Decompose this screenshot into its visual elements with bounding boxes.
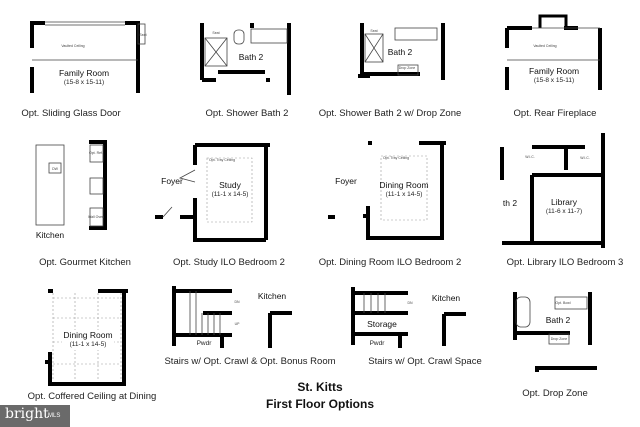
room-name: Study — [219, 180, 241, 190]
tray-ceiling-note: Opt. Tray Ceiling — [383, 156, 409, 160]
room-dimensions: (15-8 x 15-11) — [534, 77, 574, 84]
kitchen-label: Kitchen — [432, 293, 461, 303]
room-name: Kitchen — [36, 230, 65, 240]
drop-zone-note: Drop Zone — [551, 337, 568, 341]
plan-coffered-dining: Dining Room (11-1 x 14-5) — [45, 289, 128, 386]
down-note: DN — [407, 301, 413, 305]
room-name: Family Room — [59, 68, 109, 78]
plan-stairs-crawl-space: DN Kitchen Storage Pwdr — [351, 287, 466, 348]
room-dimensions: (15-8 x 15-11) — [64, 79, 104, 86]
option-caption: Opt. Dining Room ILO Bedroom 2 — [319, 257, 462, 268]
room-name: Bath 2 — [388, 47, 413, 57]
down-note: DN — [234, 300, 240, 304]
option-caption: Opt. Study ILO Bedroom 2 — [173, 257, 285, 268]
plan-rear-fireplace: Vaulted Ceiling Family Room (15-8 x 15-1… — [505, 14, 602, 90]
drop-zone-note: Drop Zone — [399, 66, 416, 70]
vaulted-ceiling-note: Vaulted Ceiling — [533, 44, 556, 48]
plan-shower-bath-2-drop-zone: Seat Drop Zone Bath 2 — [358, 23, 445, 80]
foyer-label: Foyer — [335, 176, 357, 186]
walk-in-closet-note: W.I.C. — [525, 155, 535, 159]
room-name: Bath 2 — [546, 315, 571, 325]
up-note: UP — [235, 322, 241, 326]
plan-shower-bath-2: Seat Bath 2 — [200, 23, 291, 95]
plan-stairs-crawl-bonus: DN UP Kitchen Pwdr — [172, 286, 292, 348]
watermark-brand: bright — [5, 406, 49, 422]
option-caption: Opt. Rear Fireplace — [514, 108, 597, 119]
plan-gourmet-kitchen: DW Opt. Ref. Wall Oven Kitchen — [35, 140, 107, 240]
tray-ceiling-note: Opt. Tray Ceiling — [209, 158, 235, 162]
room-name: Dining Room — [63, 330, 112, 340]
option-caption: Opt. Shower Bath 2 w/ Drop Zone — [319, 108, 462, 119]
plan-library: W.I.C. W.I.C. Library (11-6 x 11-7) th 2 — [500, 133, 605, 248]
option-caption: Opt. Library ILO Bedroom 3 — [507, 257, 624, 268]
plan-title: St. Kitts — [297, 380, 343, 394]
dishwasher-note: DW — [52, 167, 59, 171]
bath-2-label: th 2 — [503, 198, 517, 208]
room-dimensions: (11-1 x 14-5) — [70, 341, 107, 348]
plan-opt-drop-zone: Opt. Bowl Drop Zone Bath 2 — [513, 292, 597, 372]
option-caption: Opt. Shower Bath 2 — [206, 108, 289, 119]
option-caption: Opt. Gourmet Kitchen — [39, 257, 131, 268]
room-name: Family Room — [529, 66, 579, 76]
plan-sliding-glass-door: Vaulted Ceiling Seat Family Room (15-8 x… — [30, 21, 147, 93]
vaulted-ceiling-note: Vaulted Ceiling — [61, 44, 84, 48]
seat-note: Seat — [212, 31, 219, 35]
room-name: Dining Room — [379, 180, 428, 190]
option-caption: Opt. Coffered Ceiling at Dining — [28, 391, 157, 402]
room-name: Library — [551, 197, 578, 207]
foyer-label: Foyer — [161, 176, 183, 186]
storage-label: Storage — [367, 319, 397, 329]
wall-oven-note: Wall Oven — [88, 215, 104, 219]
room-dimensions: (11-6 x 11-7) — [546, 208, 582, 215]
powder-label: Pwdr — [370, 340, 386, 347]
room-dimensions: (11-1 x 14-5) — [386, 191, 423, 198]
seat-note: Seat — [370, 29, 377, 33]
bright-mls-watermark: bright MLS — [0, 405, 70, 427]
room-dimensions: (11-1 x 14-5) — [212, 191, 249, 198]
plan-subtitle: First Floor Options — [266, 397, 374, 411]
option-caption: Opt. Drop Zone — [522, 388, 587, 399]
seat-note: Seat — [139, 33, 146, 37]
plan-study: Opt. Tray Ceiling Study (11-1 x 14-5) Fo… — [155, 143, 270, 242]
opt-ref-note: Opt. Ref. — [89, 151, 103, 155]
kitchen-label: Kitchen — [258, 291, 287, 301]
option-caption: Opt. Sliding Glass Door — [21, 108, 120, 119]
powder-label: Pwdr — [197, 340, 213, 347]
option-caption: Stairs w/ Opt. Crawl & Opt. Bonus Room — [164, 356, 335, 367]
option-caption: Stairs w/ Opt. Crawl Space — [368, 356, 482, 367]
room-name: Bath 2 — [239, 52, 264, 62]
watermark-suffix: MLS — [48, 413, 61, 419]
opt-bowl-note: Opt. Bowl — [555, 301, 570, 305]
plan-dining-room: Opt. Tray Ceiling Dining Room (11-1 x 14… — [328, 141, 446, 240]
walk-in-closet-note: W.I.C. — [580, 156, 590, 160]
